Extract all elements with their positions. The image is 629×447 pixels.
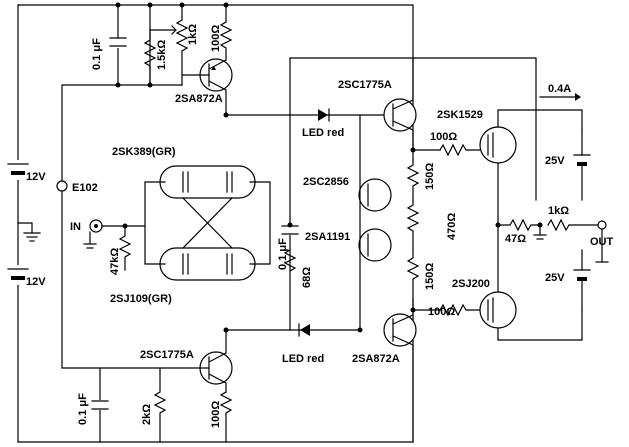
r-100-top xyxy=(219,4,233,61)
mos-n-label: 2SK1529 xyxy=(437,109,483,121)
r-1k-out-label: 1kΩ xyxy=(548,205,569,217)
crd-e102 xyxy=(56,180,68,192)
r-gate-top xyxy=(439,143,486,157)
r-100-bottom-label: 100Ω xyxy=(210,401,222,428)
fet-p-label: 2SJ109(GR) xyxy=(110,293,172,305)
q-top-label: 2SA872A xyxy=(175,93,223,105)
r-150-bottom xyxy=(406,249,420,301)
r-1k-out xyxy=(547,218,599,232)
cap-top xyxy=(109,37,127,48)
r-47-label: 47Ω xyxy=(505,233,526,245)
r-gate-bottom xyxy=(439,303,486,317)
q-bot-npn xyxy=(189,329,233,393)
r-100-bottom xyxy=(219,391,233,443)
q-bias-pnp xyxy=(358,228,392,262)
q-bias-npn-label: 2SC2856 xyxy=(303,176,349,188)
r-1k-top-label: 1kΩ xyxy=(187,24,199,45)
fet-n-label: 2SK389(GR) xyxy=(112,146,176,158)
led-top-label: LED red xyxy=(302,127,344,139)
fet-pair-n xyxy=(159,165,256,199)
r-2k xyxy=(153,367,167,443)
q-bot-label: 2SC1775A xyxy=(140,349,194,361)
supply-top-label: 12V xyxy=(26,171,46,183)
r-47 xyxy=(509,218,541,232)
q-drv-npn-label: 2SC1775A xyxy=(338,79,392,91)
q-top-pnp xyxy=(181,58,233,116)
q-drv-pnp xyxy=(383,299,417,443)
cap-bottom xyxy=(91,400,109,410)
battery-bottom xyxy=(7,265,29,285)
output-label: OUT xyxy=(590,236,614,248)
battery-top xyxy=(7,160,29,180)
q-drv-pnp-label: 2SA872A xyxy=(352,353,400,365)
r-15k-label: 1.5kΩ xyxy=(156,40,168,70)
mos-n xyxy=(479,126,517,164)
q-bias-npn xyxy=(358,178,392,212)
battery-neg xyxy=(573,269,591,281)
cap-top-label: 0.1 μF xyxy=(91,38,103,70)
fet-pair-p xyxy=(159,247,256,281)
r-gate-top-label: 100Ω xyxy=(430,131,457,143)
led-top xyxy=(318,108,330,122)
ground-left xyxy=(17,222,41,242)
r-gate-bottom-label: 100Ω xyxy=(428,306,455,318)
mos-p-label: 2SJ200 xyxy=(452,278,490,290)
supply-pos-label: 25V xyxy=(545,155,565,167)
q-drv-npn xyxy=(383,57,417,151)
r-150-top xyxy=(406,159,420,201)
supply-neg-label: 25V xyxy=(545,272,565,284)
q-bias-pnp-label: 2SA1191 xyxy=(305,231,350,243)
r-150-bottom-label: 150Ω xyxy=(424,263,436,290)
r-470-pot xyxy=(406,199,420,251)
input-jack xyxy=(89,219,103,233)
led-bottom-label: LED red xyxy=(282,353,324,365)
pot-1k xyxy=(149,4,189,86)
led-bottom xyxy=(298,323,310,337)
r-470-label: 470Ω xyxy=(446,213,458,240)
r-68 xyxy=(283,249,297,272)
r-15k xyxy=(143,29,157,86)
r-100-top-label: 100Ω xyxy=(210,25,222,52)
crd-label: E102 xyxy=(72,182,98,194)
bias-current-label: 0.4A xyxy=(548,83,571,95)
r-2k-label: 2kΩ xyxy=(141,404,153,425)
supply-bottom-label: 12V xyxy=(26,276,46,288)
battery-pos xyxy=(573,154,591,166)
r-47k-label: 47kΩ xyxy=(109,248,121,275)
cap-bottom-label: 0.1 μF xyxy=(77,393,89,425)
output-terminal[interactable] xyxy=(595,220,609,263)
r-68-label: 68Ω xyxy=(301,267,313,288)
r-47k xyxy=(118,225,132,271)
input-label: IN xyxy=(70,221,81,233)
r-150-top-label: 150Ω xyxy=(424,163,436,190)
mos-p xyxy=(479,291,517,329)
ground-input xyxy=(83,231,97,249)
junction-dots xyxy=(115,2,543,333)
